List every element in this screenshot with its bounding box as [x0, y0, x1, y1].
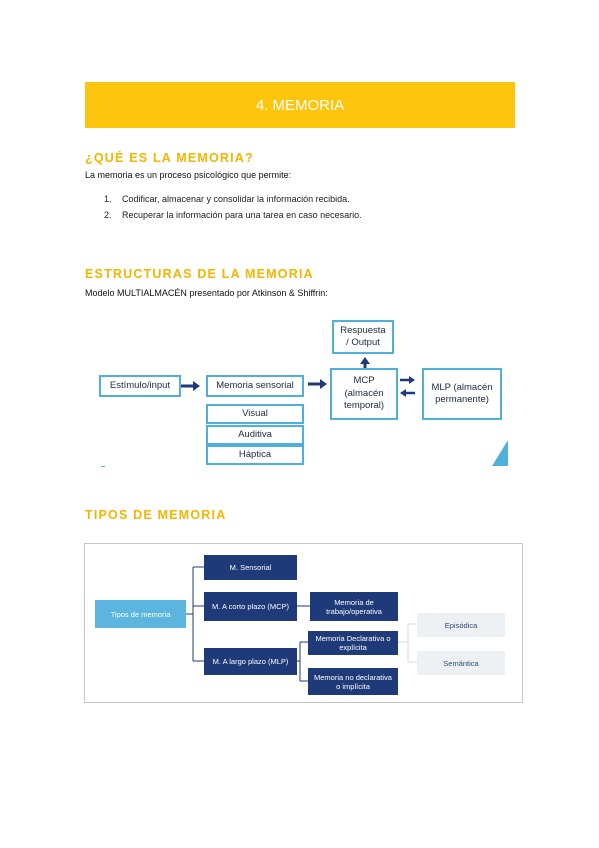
box-estimulo: Estímulo/input: [99, 375, 181, 397]
box-respuesta: Respuesta / Output: [332, 320, 394, 354]
list-item: 2.Recuperar la información para una tare…: [104, 210, 362, 220]
box-memoria-declarativa: Memoria Declarativa o explícita: [308, 631, 398, 655]
box-mcp: MCP (almacén temporal): [330, 368, 398, 420]
decorative-triangle: [492, 440, 508, 466]
box-m-sensorial: M. Sensorial: [204, 555, 297, 580]
box-mlp: MLP (almacén permanente): [422, 368, 502, 420]
box-auditiva: Auditiva: [206, 425, 304, 445]
section-heading-estructuras: ESTRUCTURAS DE LA MEMORIA: [85, 267, 314, 281]
section-intro-que-es: La memoria es un proceso psicológico que…: [85, 170, 292, 180]
tipos-diagram-frame: [84, 543, 523, 703]
section-heading-tipos: TIPOS DE MEMORIA: [85, 508, 227, 522]
box-visual: Visual: [206, 404, 304, 424]
section-heading-que-es: ¿QUÉ ES LA MEMORIA?: [85, 151, 254, 165]
page-title: 4. MEMORIA: [255, 96, 345, 114]
box-memoria-trabajo: Memoria de trabajo/operativa: [310, 592, 398, 621]
box-semantica: Semántica: [417, 651, 505, 675]
box-haptica: Háptica: [206, 445, 304, 465]
box-tipos-de-memoria: Tipos de memoria: [95, 600, 186, 628]
list-item: 1.Codificar, almacenar y consolidar la i…: [104, 194, 350, 204]
box-memoria-no-declarativa: Memoria no declarativa o implícita: [308, 668, 398, 695]
box-m-largo-plazo: M. A largo plazo (MLP): [204, 648, 297, 675]
box-memoria-sensorial: Memoria sensorial: [206, 375, 304, 397]
box-episodica: Episódica: [417, 613, 505, 637]
page-title-banner: 4. MEMORIA: [85, 82, 515, 128]
box-m-corto-plazo: M. A corto plazo (MCP): [204, 592, 297, 621]
section-intro-estructuras: Modelo MULTIALMACÉN presentado por Atkin…: [85, 288, 328, 298]
